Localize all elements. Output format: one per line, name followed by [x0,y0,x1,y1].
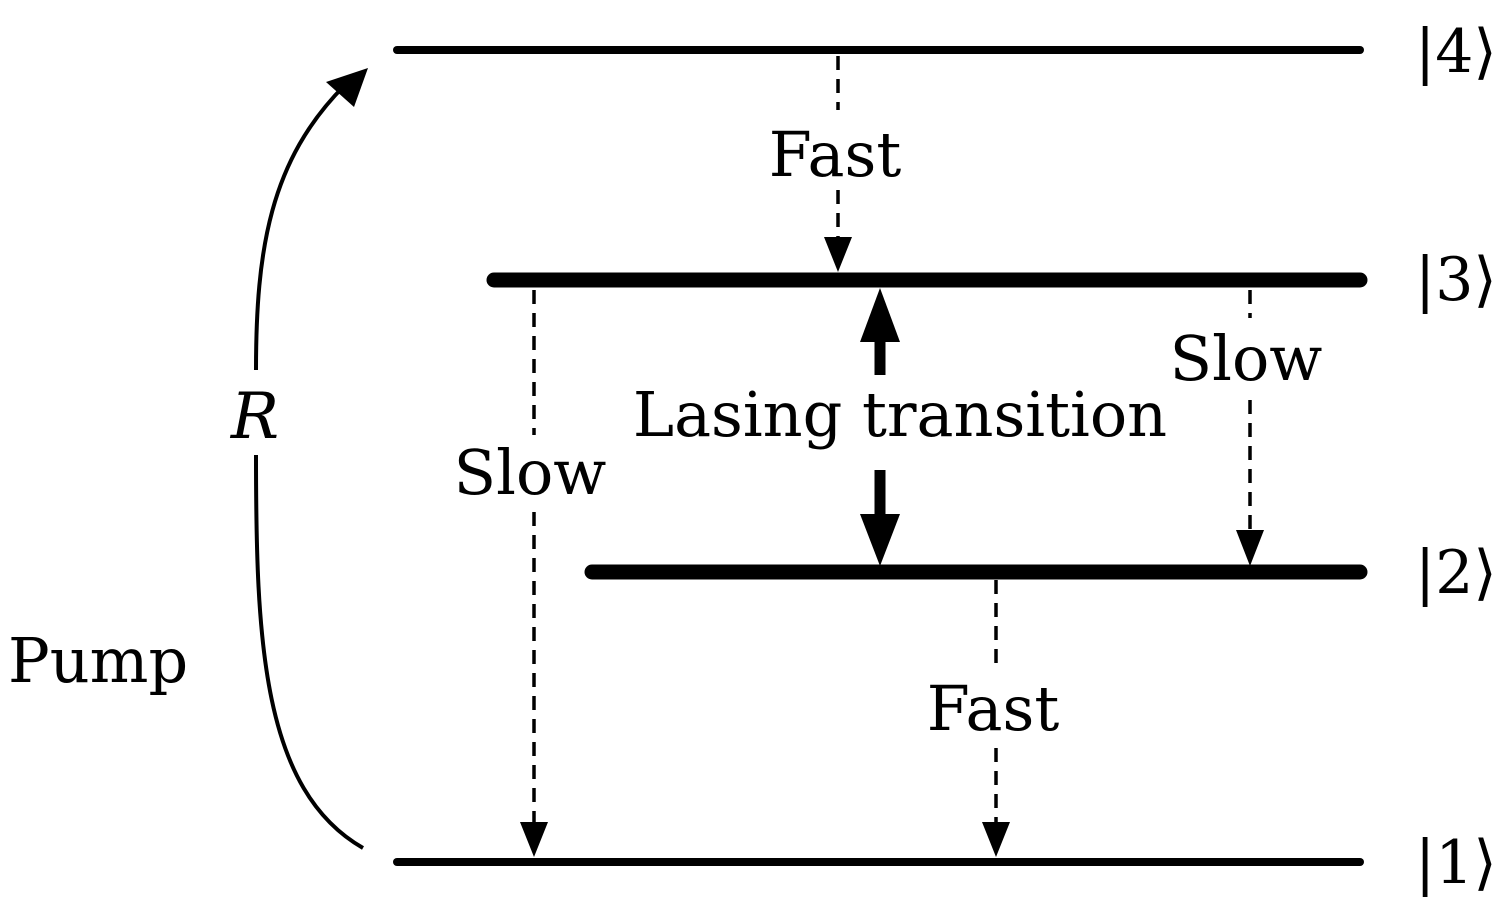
pump-rate-label: R [230,380,279,454]
level-1-ket: |1⟩ [1415,828,1497,898]
pump-arrowhead [326,68,368,107]
slow-3-1-label: Slow [454,436,607,509]
pump-curve-upper [254,83,347,371]
slow-3-2-label: Slow [1170,322,1323,395]
pump-curve-lower [254,454,364,850]
fast-2-1-label: Fast [927,672,1060,745]
lasing-transition-label: Lasing transition [633,378,1167,451]
level-3-ket: |3⟩ [1415,245,1497,315]
fast-4-3-label: Fast [769,118,902,191]
fast-4-3-arrowhead [824,237,852,272]
slow-3-2-arrowhead [1236,530,1264,566]
lasing-arrowhead-down [860,514,900,566]
level-4-ket: |4⟩ [1415,17,1497,87]
level-2-ket: |2⟩ [1415,538,1497,608]
pump-label: Pump [8,624,188,697]
slow-3-1-arrowhead [520,822,548,857]
fast-2-1-arrowhead [982,822,1010,857]
lasing-arrowhead-up [860,288,900,342]
